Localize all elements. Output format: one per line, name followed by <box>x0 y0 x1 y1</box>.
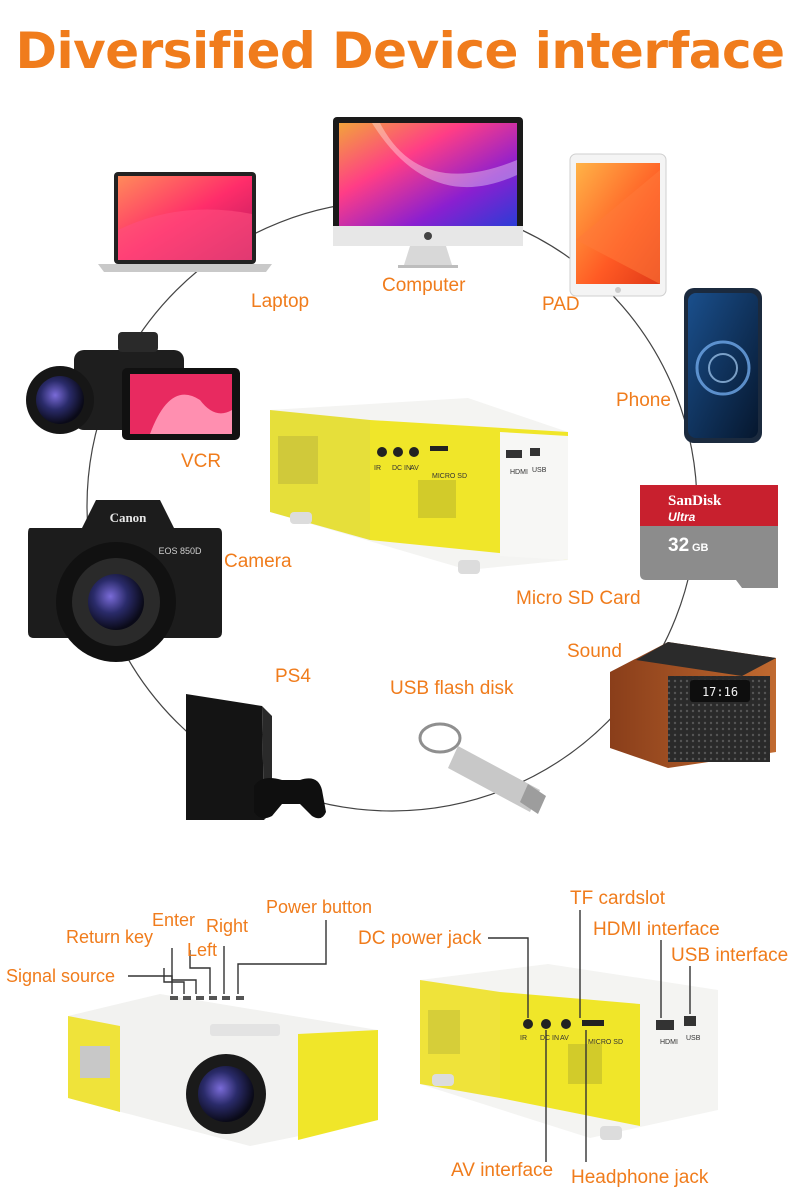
speaker-icon: 17:16 <box>610 642 776 768</box>
port-callout-lines <box>488 910 691 1162</box>
callout-headphone-jack: Headphone jack <box>571 1167 709 1188</box>
device-label-sound: Sound <box>567 641 622 662</box>
port-label-hdmi: HDMI <box>510 469 528 476</box>
callout-left: Left <box>187 940 218 960</box>
callout-tf-cardslot: TF cardslot <box>570 888 666 909</box>
projector-rear-view-2 <box>420 964 718 1140</box>
sd-line-text: Ultra <box>668 510 696 524</box>
device-label-usb-flash: USB flash disk <box>390 678 514 699</box>
device-label-computer: Computer <box>382 275 466 296</box>
device-label-ps4: PS4 <box>275 666 311 687</box>
usb-flash-drive-icon <box>418 722 546 814</box>
port-label-hdmi-2: HDMI <box>660 1039 678 1046</box>
device-label-micro-sd: Micro SD Card <box>516 588 641 609</box>
callout-dc-power-jack: DC power jack <box>358 928 482 949</box>
port-label-dc-in: DC IN <box>392 465 411 472</box>
projector-front-view <box>68 994 378 1146</box>
sd-brand-text: SanDisk <box>668 493 722 509</box>
page-title: Diversified Device interface <box>15 22 785 80</box>
port-label-dc-in-2: DC IN <box>540 1035 559 1042</box>
projector-rear-view <box>270 398 568 574</box>
tablet-icon <box>569 153 667 297</box>
callout-return-key: Return key <box>66 927 154 947</box>
micro-sd-card-icon: SanDisk Ultra 32 GB <box>640 485 778 588</box>
camera-model-text: EOS 850D <box>158 546 202 556</box>
camera-brand-text: Canon <box>110 510 148 525</box>
callout-power-button: Power button <box>266 897 373 917</box>
device-label-pad: PAD <box>542 294 580 315</box>
callout-signal-source: Signal source <box>6 966 116 986</box>
button-callout-lines <box>128 920 327 994</box>
smartphone-icon <box>684 288 762 443</box>
sd-capacity-text: 32 <box>668 535 689 556</box>
port-label-usb: USB <box>532 467 547 474</box>
camcorder-icon <box>26 332 240 440</box>
port-label-av: AV <box>410 465 419 472</box>
callout-enter: Enter <box>152 910 196 930</box>
dslr-camera-icon: Canon EOS 850D <box>28 500 222 662</box>
speaker-display-text: 17:16 <box>702 685 738 699</box>
device-label-laptop: Laptop <box>251 291 310 312</box>
laptop-icon <box>98 172 272 272</box>
port-label-ir-2: IR <box>520 1035 527 1042</box>
port-label-micro-sd: MICRO SD <box>432 473 467 480</box>
callout-av-interface: AV interface <box>451 1160 554 1181</box>
callout-hdmi-interface: HDMI interface <box>593 919 720 940</box>
device-label-camera: Camera <box>224 551 292 572</box>
desktop-computer-icon <box>333 117 523 268</box>
sd-unit-text: GB <box>692 542 709 554</box>
callout-usb-interface: USB interface <box>671 945 789 966</box>
game-console-icon <box>186 694 326 820</box>
callout-right: Right <box>206 916 249 936</box>
device-label-vcr: VCR <box>181 451 222 472</box>
device-label-phone: Phone <box>616 390 671 411</box>
port-label-micro-sd-2: MICRO SD <box>588 1039 623 1046</box>
port-label-av-2: AV <box>560 1035 569 1042</box>
port-label-usb-2: USB <box>686 1035 701 1042</box>
port-label-ir: IR <box>374 465 381 472</box>
